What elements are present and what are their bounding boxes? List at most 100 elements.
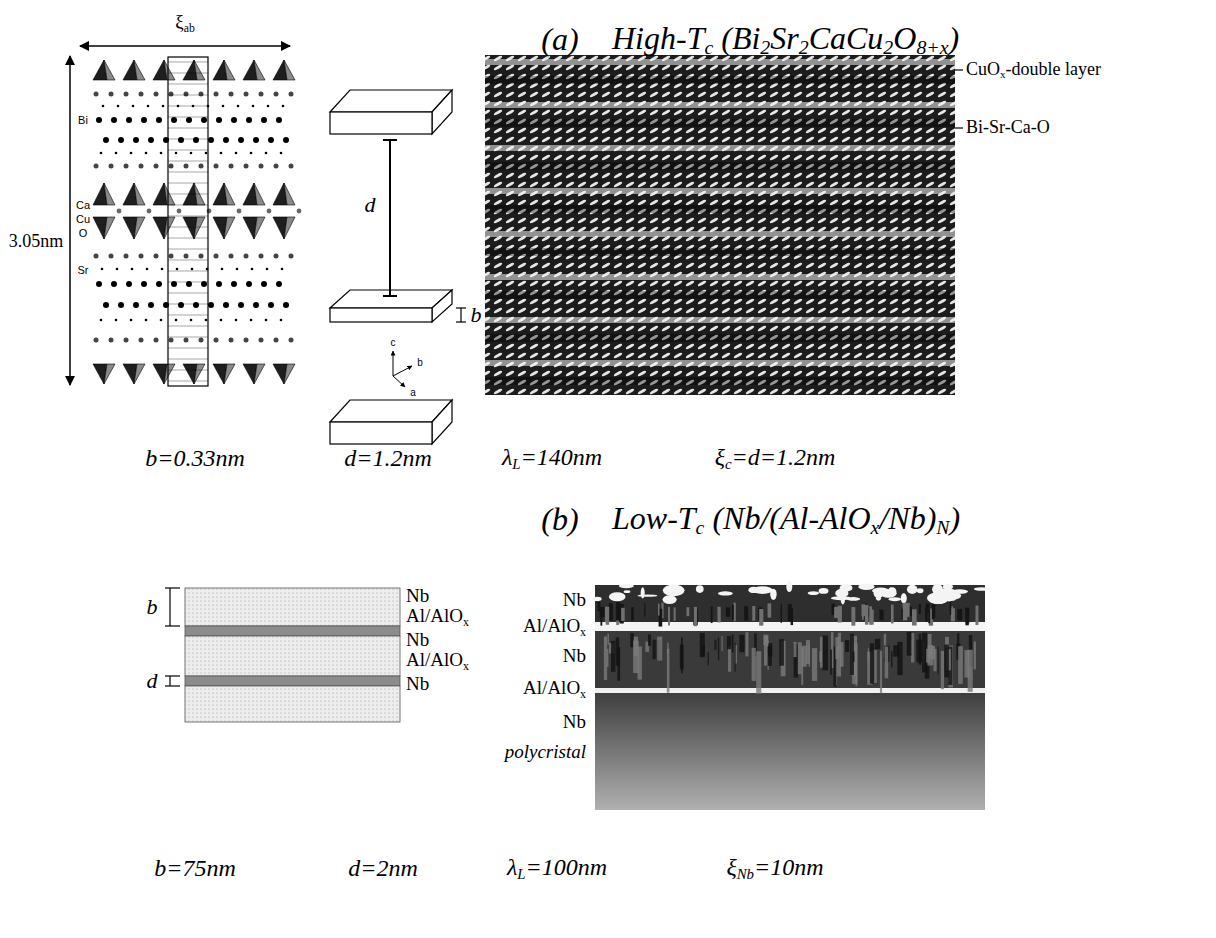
unit-cell-hatch: [168, 271, 208, 272]
text-run: O: [893, 20, 916, 56]
atom: [283, 137, 289, 143]
atom: [199, 338, 204, 343]
lattice-band: [485, 231, 955, 237]
text-run: ξ: [715, 444, 725, 470]
tem-region: [595, 688, 985, 693]
layer-label: Al/AlOx: [523, 678, 586, 701]
grain: [616, 637, 620, 665]
atom: [96, 281, 102, 287]
atom: [175, 319, 178, 322]
atom: [238, 302, 244, 308]
atom: [274, 254, 279, 259]
text-run: polycristal: [505, 741, 586, 762]
grain: [794, 642, 797, 657]
atom: [199, 254, 204, 259]
unit-cell-hatch: [168, 227, 208, 228]
axis-line: [393, 351, 394, 376]
grain: [668, 607, 670, 626]
grain: [619, 584, 634, 588]
atom: [116, 268, 119, 271]
lattice-band: [485, 59, 955, 65]
dimension-label: b: [471, 303, 482, 327]
leader-line: [955, 127, 963, 128]
text-run: CuO: [966, 59, 1000, 79]
atom: [261, 281, 267, 287]
tem-texture: [592, 581, 989, 694]
grain: [875, 639, 880, 649]
bracket-line: [460, 308, 461, 322]
grain: [974, 642, 976, 670]
text-run: λ: [502, 444, 512, 470]
layer-slab: [330, 400, 452, 444]
grain: [658, 604, 659, 616]
grain: [905, 603, 910, 617]
unit-cell-hatch: [168, 73, 208, 74]
atom: [289, 92, 294, 97]
unit-cell-hatch: [168, 95, 208, 96]
grain: [838, 606, 842, 623]
text-run: 2: [799, 36, 809, 58]
atom: [268, 137, 274, 143]
text-run: L: [512, 456, 520, 472]
lattice-band: [485, 248, 955, 256]
atom: [222, 105, 225, 108]
unit-cell-hatch: [168, 260, 208, 261]
grain: [888, 597, 901, 601]
grain: [732, 634, 734, 652]
unit-cell-hatch: [168, 326, 208, 327]
atom: [130, 152, 133, 155]
grain: [830, 649, 832, 674]
grain: [605, 607, 609, 623]
slab-face: [432, 90, 452, 134]
unit-cell-hatch: [168, 128, 208, 129]
grain: [958, 646, 963, 684]
text-run: (Nb/(Al-AlO: [704, 500, 870, 536]
text-run: c: [725, 456, 732, 472]
atom: [231, 281, 237, 287]
atom: [178, 137, 184, 143]
unit-cell-hatch: [168, 238, 208, 239]
atom: [124, 164, 129, 169]
atom: [229, 92, 234, 97]
atom: [111, 117, 117, 123]
unit-cell-hatch: [168, 348, 208, 349]
atom: [238, 137, 244, 143]
grain: [975, 606, 978, 625]
atom: [124, 254, 129, 259]
text-run: Nb: [406, 585, 429, 606]
grain: [833, 646, 835, 686]
text-run: x: [871, 516, 880, 538]
grain: [845, 640, 849, 652]
unit-cell-hatch: [168, 315, 208, 316]
text-run: b: [417, 357, 423, 368]
spacing-bar: [383, 140, 397, 296]
polyhedron: [284, 217, 295, 239]
atom: [117, 209, 122, 214]
grain: [739, 635, 744, 652]
atom: [221, 268, 224, 271]
grain: [598, 602, 601, 611]
slab-face: [330, 112, 432, 134]
atom: [169, 164, 174, 169]
lattice-band: [485, 360, 955, 366]
axis-label: a: [410, 387, 416, 398]
atom: [259, 164, 264, 169]
grain: [779, 639, 784, 666]
grain: [888, 587, 896, 596]
atom: [250, 152, 253, 155]
grain: [911, 633, 914, 662]
atom: [154, 338, 159, 343]
grain: [718, 638, 719, 661]
polyhedron: [134, 60, 145, 80]
polyhedron: [224, 217, 235, 239]
text-run: x: [463, 616, 469, 629]
atom: [94, 254, 99, 259]
barrier-layer: [185, 626, 400, 636]
polyhedron: [254, 60, 265, 80]
atom: [111, 281, 117, 287]
grain: [951, 589, 968, 594]
lattice-band: [485, 317, 955, 323]
atom: [280, 152, 283, 155]
spacing-tick: [383, 139, 397, 141]
axis-label: b: [417, 357, 423, 368]
